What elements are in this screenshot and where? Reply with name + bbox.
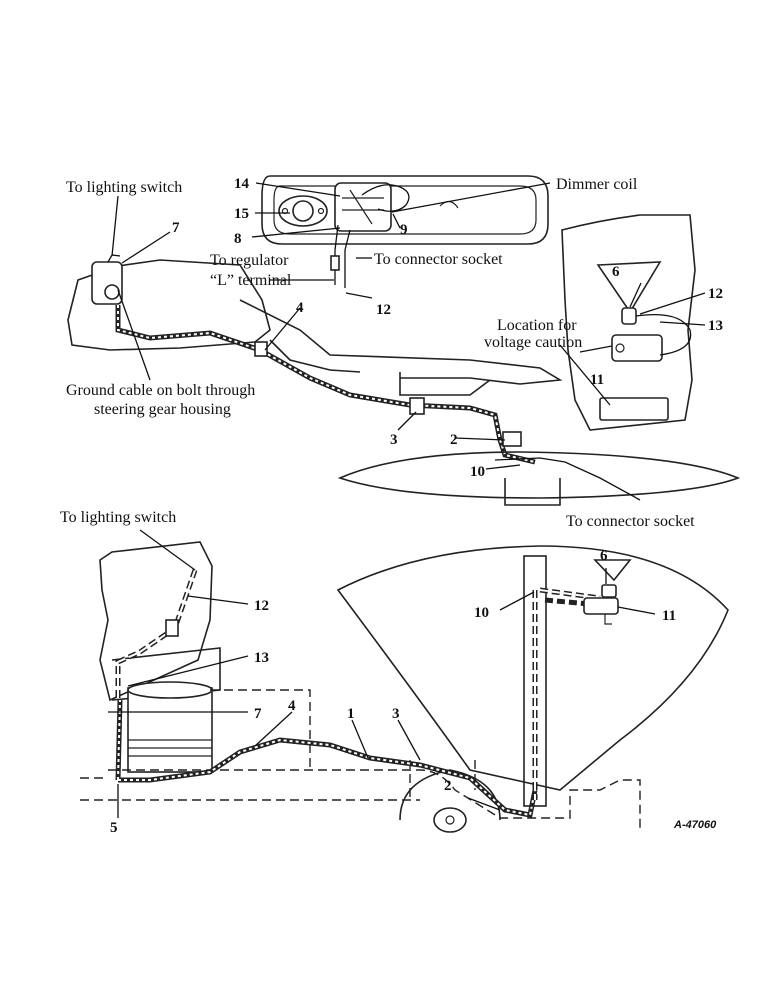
callout-7-bottom: 7 bbox=[254, 706, 262, 722]
callout-7-top: 7 bbox=[172, 220, 180, 236]
label-to-regulator-1: To regulator bbox=[210, 252, 289, 269]
callout-5-bottom: 5 bbox=[110, 820, 118, 836]
dimmer-coil-box bbox=[334, 182, 392, 232]
callout-4-bottom: 4 bbox=[288, 698, 296, 714]
fender-harness bbox=[523, 555, 601, 807]
callout-11-bottom: 11 bbox=[662, 608, 676, 624]
label-to-connector-socket-2: To connector socket bbox=[566, 513, 695, 530]
callout-8: 8 bbox=[234, 231, 242, 247]
figure-code: A-47060 bbox=[673, 819, 717, 831]
callout-13-top: 13 bbox=[708, 318, 723, 334]
label-to-regulator-2: “L” terminal bbox=[210, 272, 292, 289]
callout-4-top: 4 bbox=[296, 300, 304, 316]
lamp-housing bbox=[261, 175, 549, 245]
callout-11-top: 11 bbox=[590, 372, 604, 388]
fender-bottom bbox=[336, 545, 729, 791]
label-location-2: voltage caution bbox=[484, 334, 582, 351]
top-leaders bbox=[111, 182, 706, 470]
callout-3-bottom: 3 bbox=[392, 706, 400, 722]
label-to-lighting-switch: To lighting switch bbox=[66, 179, 182, 196]
lamp-socket bbox=[292, 200, 314, 222]
callout-12-top-left: 12 bbox=[376, 302, 391, 318]
callout-3-top: 3 bbox=[390, 432, 398, 448]
fender-top bbox=[337, 451, 741, 506]
label-dimmer-coil: Dimmer coil bbox=[556, 176, 638, 193]
callout-12-bottom: 12 bbox=[254, 598, 269, 614]
label-ground-cable-2: steering gear housing bbox=[94, 401, 231, 418]
callout-12-top-right: 12 bbox=[708, 286, 723, 302]
label-ground-cable-1: Ground cable on bolt through bbox=[66, 382, 255, 399]
callout-14: 14 bbox=[234, 176, 250, 192]
callout-10-top: 10 bbox=[470, 464, 485, 480]
label-to-connector-socket-1: To connector socket bbox=[374, 251, 503, 268]
label-location-1: Location for bbox=[497, 317, 577, 334]
lighting-switch-assembly bbox=[67, 254, 271, 351]
regulator-bottom bbox=[583, 559, 632, 625]
callout-2-bottom: 2 bbox=[444, 778, 452, 794]
callout-2-top: 2 bbox=[450, 432, 458, 448]
callout-10-bottom: 10 bbox=[474, 605, 489, 621]
callout-15: 15 bbox=[234, 206, 249, 222]
callout-13-bottom: 13 bbox=[254, 650, 269, 666]
label-to-lighting-switch-bottom: To lighting switch bbox=[60, 509, 176, 526]
bottom-cable bbox=[115, 699, 538, 818]
cylinder-body bbox=[127, 681, 213, 773]
regulator-connector bbox=[330, 255, 340, 271]
bottom-leaders bbox=[108, 529, 656, 818]
callout-1-bottom: 1 bbox=[347, 706, 355, 722]
callout-6-bottom: 6 bbox=[600, 548, 608, 564]
steering-column-outline bbox=[99, 541, 213, 702]
callout-9: 9 bbox=[400, 222, 408, 238]
top-view: To lighting switch Dimmer coil To regula… bbox=[66, 175, 741, 530]
callout-6-top: 6 bbox=[612, 264, 620, 280]
inset-panel bbox=[561, 214, 696, 431]
bottom-view: To lighting switch 12 13 7 4 1 3 2 5 6 1… bbox=[60, 509, 729, 836]
voltage-caution-location bbox=[599, 397, 669, 421]
